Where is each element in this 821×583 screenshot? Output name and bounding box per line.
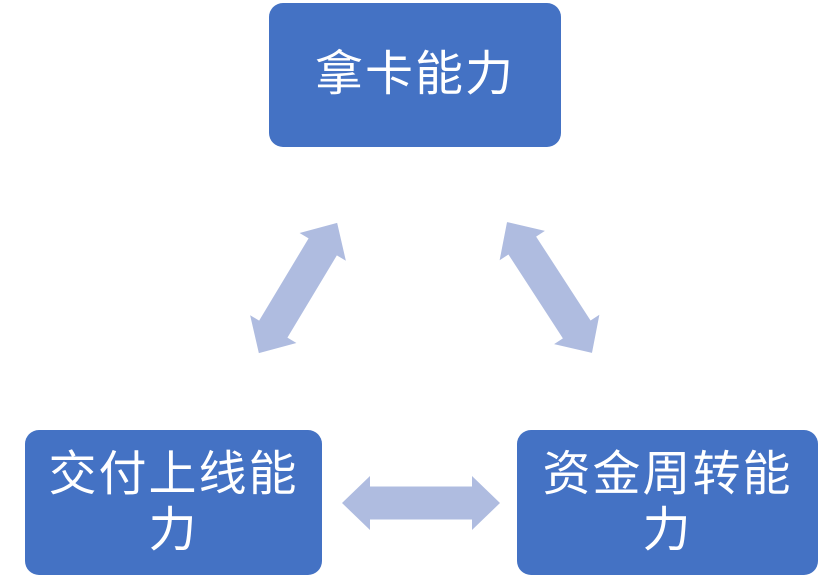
node-card-ability: 拿卡能力 — [269, 3, 561, 147]
node-delivery-launch-ability: 交付上线能力 — [25, 430, 322, 575]
double-arrow-top-bottomright-icon — [499, 222, 600, 353]
node-card-ability-label: 拿卡能力 — [314, 48, 515, 102]
double-arrow-top-bottomleft-icon — [250, 222, 346, 354]
double-arrow-bottomleft-bottomright-icon — [342, 476, 500, 530]
node-capital-turnover-ability: 资金周转能力 — [517, 430, 818, 575]
node-capital-turnover-ability-label: 资金周转能力 — [542, 448, 793, 557]
node-delivery-launch-ability-label: 交付上线能力 — [48, 448, 299, 557]
